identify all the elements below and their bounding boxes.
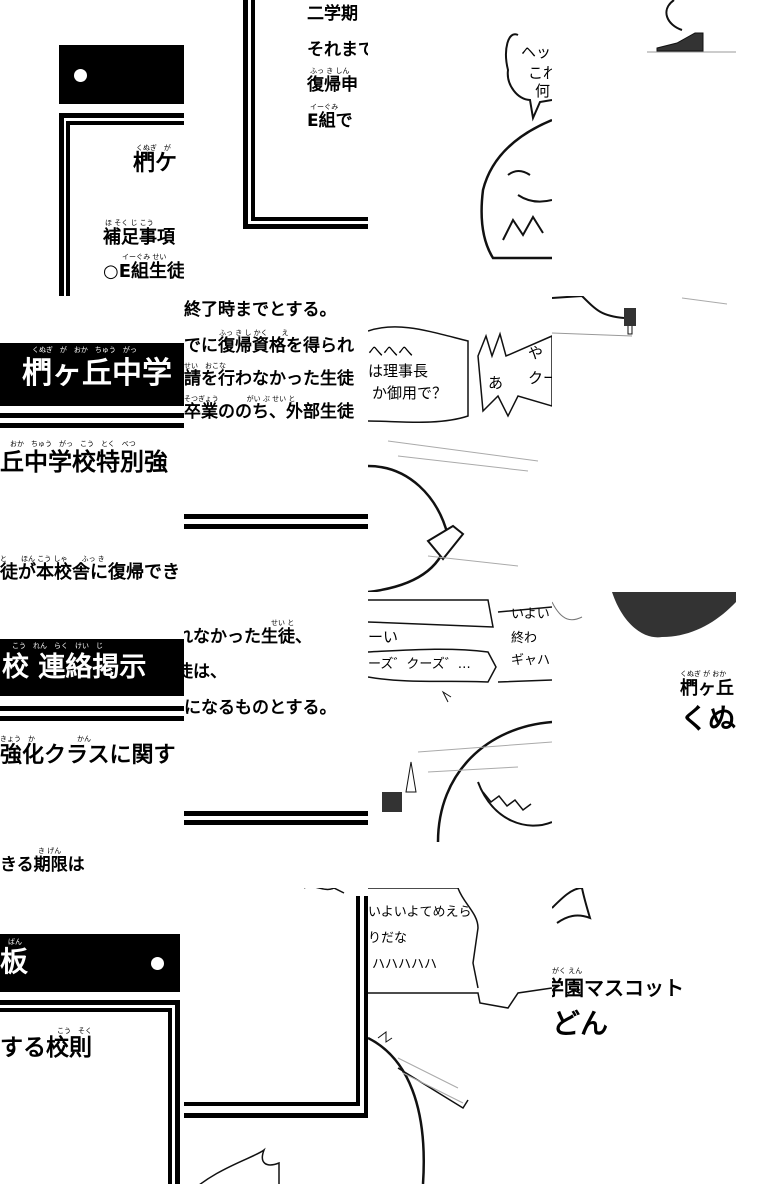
notice-text: 請を行わなかった生徒 [184,369,354,389]
notice-text: でに復帰資格を得られ [184,336,354,356]
ruby: せい と [271,619,295,627]
ruby: せい おこな [184,362,226,370]
notice-text: れなかった生徒、 [184,627,312,647]
notice-text: きる期限は [0,855,85,875]
ruby: イーぐみ [310,103,339,111]
supplement-heading: 補足事項 [103,227,175,248]
tile-cable [552,296,736,592]
ruby: おか ちゅう がっ こう とく べつ [10,440,136,448]
tile-caption-bottom: がく えん 学園マスコット どん [552,888,736,1184]
speech-text: いよい [511,607,550,622]
tile-notice-header-top: くぬぎ が 椚ケ ほ そく じ こう 補足事項 イーぐみ せい ○E組生徒 [0,0,184,296]
ruby: イーぐみ せい [122,253,167,261]
notice-text: 徒は、 [184,662,227,682]
tile-notice-body: 終了時までとする。 ふっ き し かく え でに復帰資格を得られ せい おこな … [184,296,368,592]
notice-text: それまで [307,40,368,60]
tile-notice-header-end: ばん 板 こう そく する校則 [0,888,184,1184]
notice-header-bar [0,343,184,406]
ruby: くぬぎ が おか [680,670,727,678]
character-sketch [368,888,552,1184]
notice-text: になるものとする。 [184,698,337,718]
character-sketch [552,592,736,638]
speech-text: へへへ [368,342,414,360]
speech-text: ーい [368,628,399,646]
speech-text: か御用で？ [372,384,448,402]
notice-title: 丘中学校特別強 [0,448,168,476]
ruby: き げん [38,847,62,855]
tile-character-speech: へへへ は理事長 か御用で？ あ や クー [368,296,552,592]
ruby: くぬぎ が [136,144,171,152]
ruby: そつぎょう がい ぶ せい と [184,395,296,403]
notice-text: 復帰申 [307,75,358,95]
tile-character-sweating: ヘッ これ 何 [368,0,552,296]
tile-character-leg [552,0,736,296]
speech-text: 何 [535,82,551,100]
boot-sketch [647,0,736,53]
ruby: きょう か かん [0,735,91,743]
speech-text: ーズ゛クーズ゛… [368,657,471,672]
ruby: くぬぎ が おか ちゅう がっ [32,346,137,354]
notice-header-title: 椚ヶ丘中学 [22,356,172,391]
tile-character-shout: いよいよてめえら りだな ハハハハハ [368,888,552,1184]
speech-text: ギャハ [511,653,551,668]
notice-header-title: 板 [0,945,29,978]
notice-title: 椚ケ [133,151,178,176]
notice-title: する校則 [0,1035,92,1061]
speech-text: これ [528,64,552,82]
ruby: ふっ き しん [310,67,350,75]
tile-notice-header-lower: こう れん らく けい じ 校 連絡掲示 きょう か かん 強化クラスに関す き… [0,592,184,888]
tile-notice-right-top: 二学期 それまで ふっ き しん 復帰申 イーぐみ E組で [184,0,368,296]
notice-header-title: 校 連絡掲示 [2,652,147,683]
character-sketch [368,599,552,843]
speech-text: あ [488,374,504,392]
speech-bubble-edge [199,888,345,1184]
caption-title: 学園マスコット [552,976,684,1000]
notice-title: 強化クラスに関す [0,743,176,768]
speech-text: 終わ [511,631,538,646]
ruby: ばん [8,938,22,946]
notice-text: 徒が本校舎に復帰でき [0,562,180,583]
cable-plug-sketch [552,296,728,337]
speech-text: や [528,344,544,362]
ruby: ふっ き し かく え [219,329,289,337]
bullet-dot-icon [74,69,87,82]
ruby: と ほん こう しゃ ふっ き [0,555,105,563]
character-ear-sketch [552,888,592,924]
notice-text: 卒業ののち、外部生徒 [184,402,354,422]
tile-notice-frame-end [184,888,368,1184]
notice-text: 二学期 [307,4,358,24]
ruby: こう そく [57,1027,92,1035]
ruby: ほ そく じ こう [105,219,154,227]
caption-name: どん [552,1007,609,1040]
tile-notice-header-mid: くぬぎ が おか ちゅう がっ 椚ヶ丘中学 おか ちゅう がっ こう とく べつ… [0,296,184,592]
character-sketch [368,326,552,592]
tile-character-laughing: ーい ーズ゛クーズ゛… いよい 終わ ギャハ [368,592,552,888]
speech-text: クー [528,369,552,387]
bullet-dot-icon [151,957,164,970]
speech-text: ハハハハハ [372,957,438,972]
notice-text: E組で [307,111,353,131]
notice-text: 終了時までとする。 [184,300,337,320]
speech-text: ヘッ [521,43,552,61]
speech-text: りだな [368,931,408,946]
character-sketch [480,33,552,260]
tile-notice-body-lower: せい と れなかった生徒、 徒は、 になるものとする。 [184,592,368,888]
notice-header-bar [0,639,184,696]
ruby: がく えん [552,967,583,975]
caption-name: くぬ [680,702,736,735]
notice-item: ○E組生徒 [103,261,184,282]
notice-header-bar [0,934,180,992]
speech-text: は理事長 [368,362,429,380]
speech-text: いよいよてめえら [368,905,472,920]
caption-title: 椚ヶ丘 [680,678,734,699]
ruby: こう れん らく けい じ [12,642,103,650]
tile-caption-top: くぬぎ が おか 椚ヶ丘 くぬ [552,592,736,888]
